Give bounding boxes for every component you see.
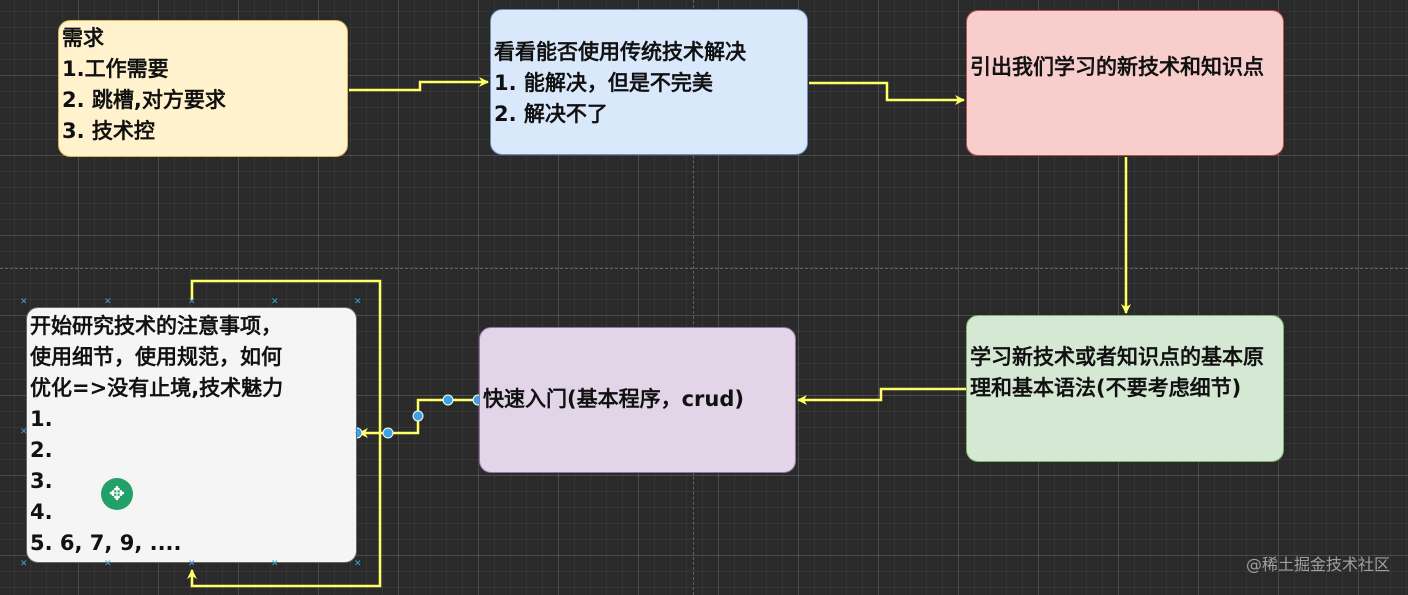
selection-handle: [442, 394, 454, 406]
node-text-line: 4.: [30, 500, 53, 524]
selection-x-icon[interactable]: ✕: [354, 427, 362, 437]
connector-requirement-to-traditional: [349, 77, 489, 92]
node-text-line: 3.: [30, 469, 53, 493]
node-text-line: 2. 解决不了: [494, 102, 608, 126]
connector-research-loop: [187, 433, 382, 588]
node-text-line: 优化=>没有止境,技术魅力: [30, 376, 284, 400]
node-research-details[interactable]: 开始研究技术的注意事项， 使用细节，使用规范，如何 优化=>没有止境,技术魅力 …: [26, 307, 357, 563]
node-quick-start[interactable]: 快速入门(基本程序，crud): [479, 327, 796, 473]
node-text-line: 学习新技术或者知识点的基本原理和基本语法(不要考虑细节): [970, 345, 1264, 400]
node-text-line: 2. 跳槽,对方要求: [62, 88, 226, 112]
node-text-line: 需求: [62, 26, 104, 50]
selection-x-icon[interactable]: ✕: [20, 427, 28, 437]
node-text-line: 引出我们学习的新技术和知识点: [970, 55, 1264, 79]
node-text-line: 1. 能解决，但是不完美: [494, 71, 713, 95]
node-learn-basics[interactable]: 学习新技术或者知识点的基本原理和基本语法(不要考虑细节): [966, 315, 1284, 462]
selection-handle: [412, 410, 424, 422]
node-text-line: 使用细节，使用规范，如何: [30, 345, 282, 369]
selection-x-icon[interactable]: ✕: [188, 297, 196, 307]
node-text-line: 快速入门(基本程序，crud): [483, 387, 744, 411]
node-text-line: 1.工作需要: [62, 57, 169, 81]
selection-x-icon[interactable]: ✕: [354, 559, 362, 569]
node-text-line: 开始研究技术的注意事项，: [30, 314, 282, 338]
selection-x-icon[interactable]: ✕: [20, 297, 28, 307]
selection-x-icon[interactable]: ✕: [271, 559, 279, 569]
selection-x-icon[interactable]: ✕: [104, 297, 112, 307]
node-text-line: 看看能否使用传统技术解决: [494, 40, 746, 64]
node-text-line: 1.: [30, 407, 53, 431]
selection-x-icon[interactable]: ✕: [104, 559, 112, 569]
node-text-line: 3. 技术控: [62, 119, 155, 143]
selection-x-icon[interactable]: ✕: [271, 297, 279, 307]
connector-traditional-to-introduce: [809, 81, 965, 105]
node-traditional-solution[interactable]: 看看能否使用传统技术解决 1. 能解决，但是不完美 2. 解决不了: [490, 9, 808, 155]
node-introduce-new-tech[interactable]: 引出我们学习的新技术和知识点: [966, 10, 1284, 156]
node-requirement[interactable]: 需求 1.工作需要 2. 跳槽,对方要求 3. 技术控: [58, 20, 348, 157]
selection-x-icon[interactable]: ✕: [354, 297, 362, 307]
selection-x-icon[interactable]: ✕: [188, 559, 196, 569]
watermark: @稀土掘金技术社区: [1245, 555, 1390, 574]
node-text-line: 5. 6, 7, 9, ....: [30, 531, 182, 555]
selection-handle: [382, 427, 394, 439]
vertical-guide-line: [693, 0, 694, 595]
connector-research-loop-top: [190, 279, 382, 433]
horizontal-guide-line: [0, 268, 1408, 269]
connector-learn-to-quickstart: [797, 387, 966, 405]
move-cross-icon[interactable]: ✥: [101, 478, 133, 510]
node-text-line: 2.: [30, 438, 53, 462]
selection-x-icon[interactable]: ✕: [20, 559, 28, 569]
